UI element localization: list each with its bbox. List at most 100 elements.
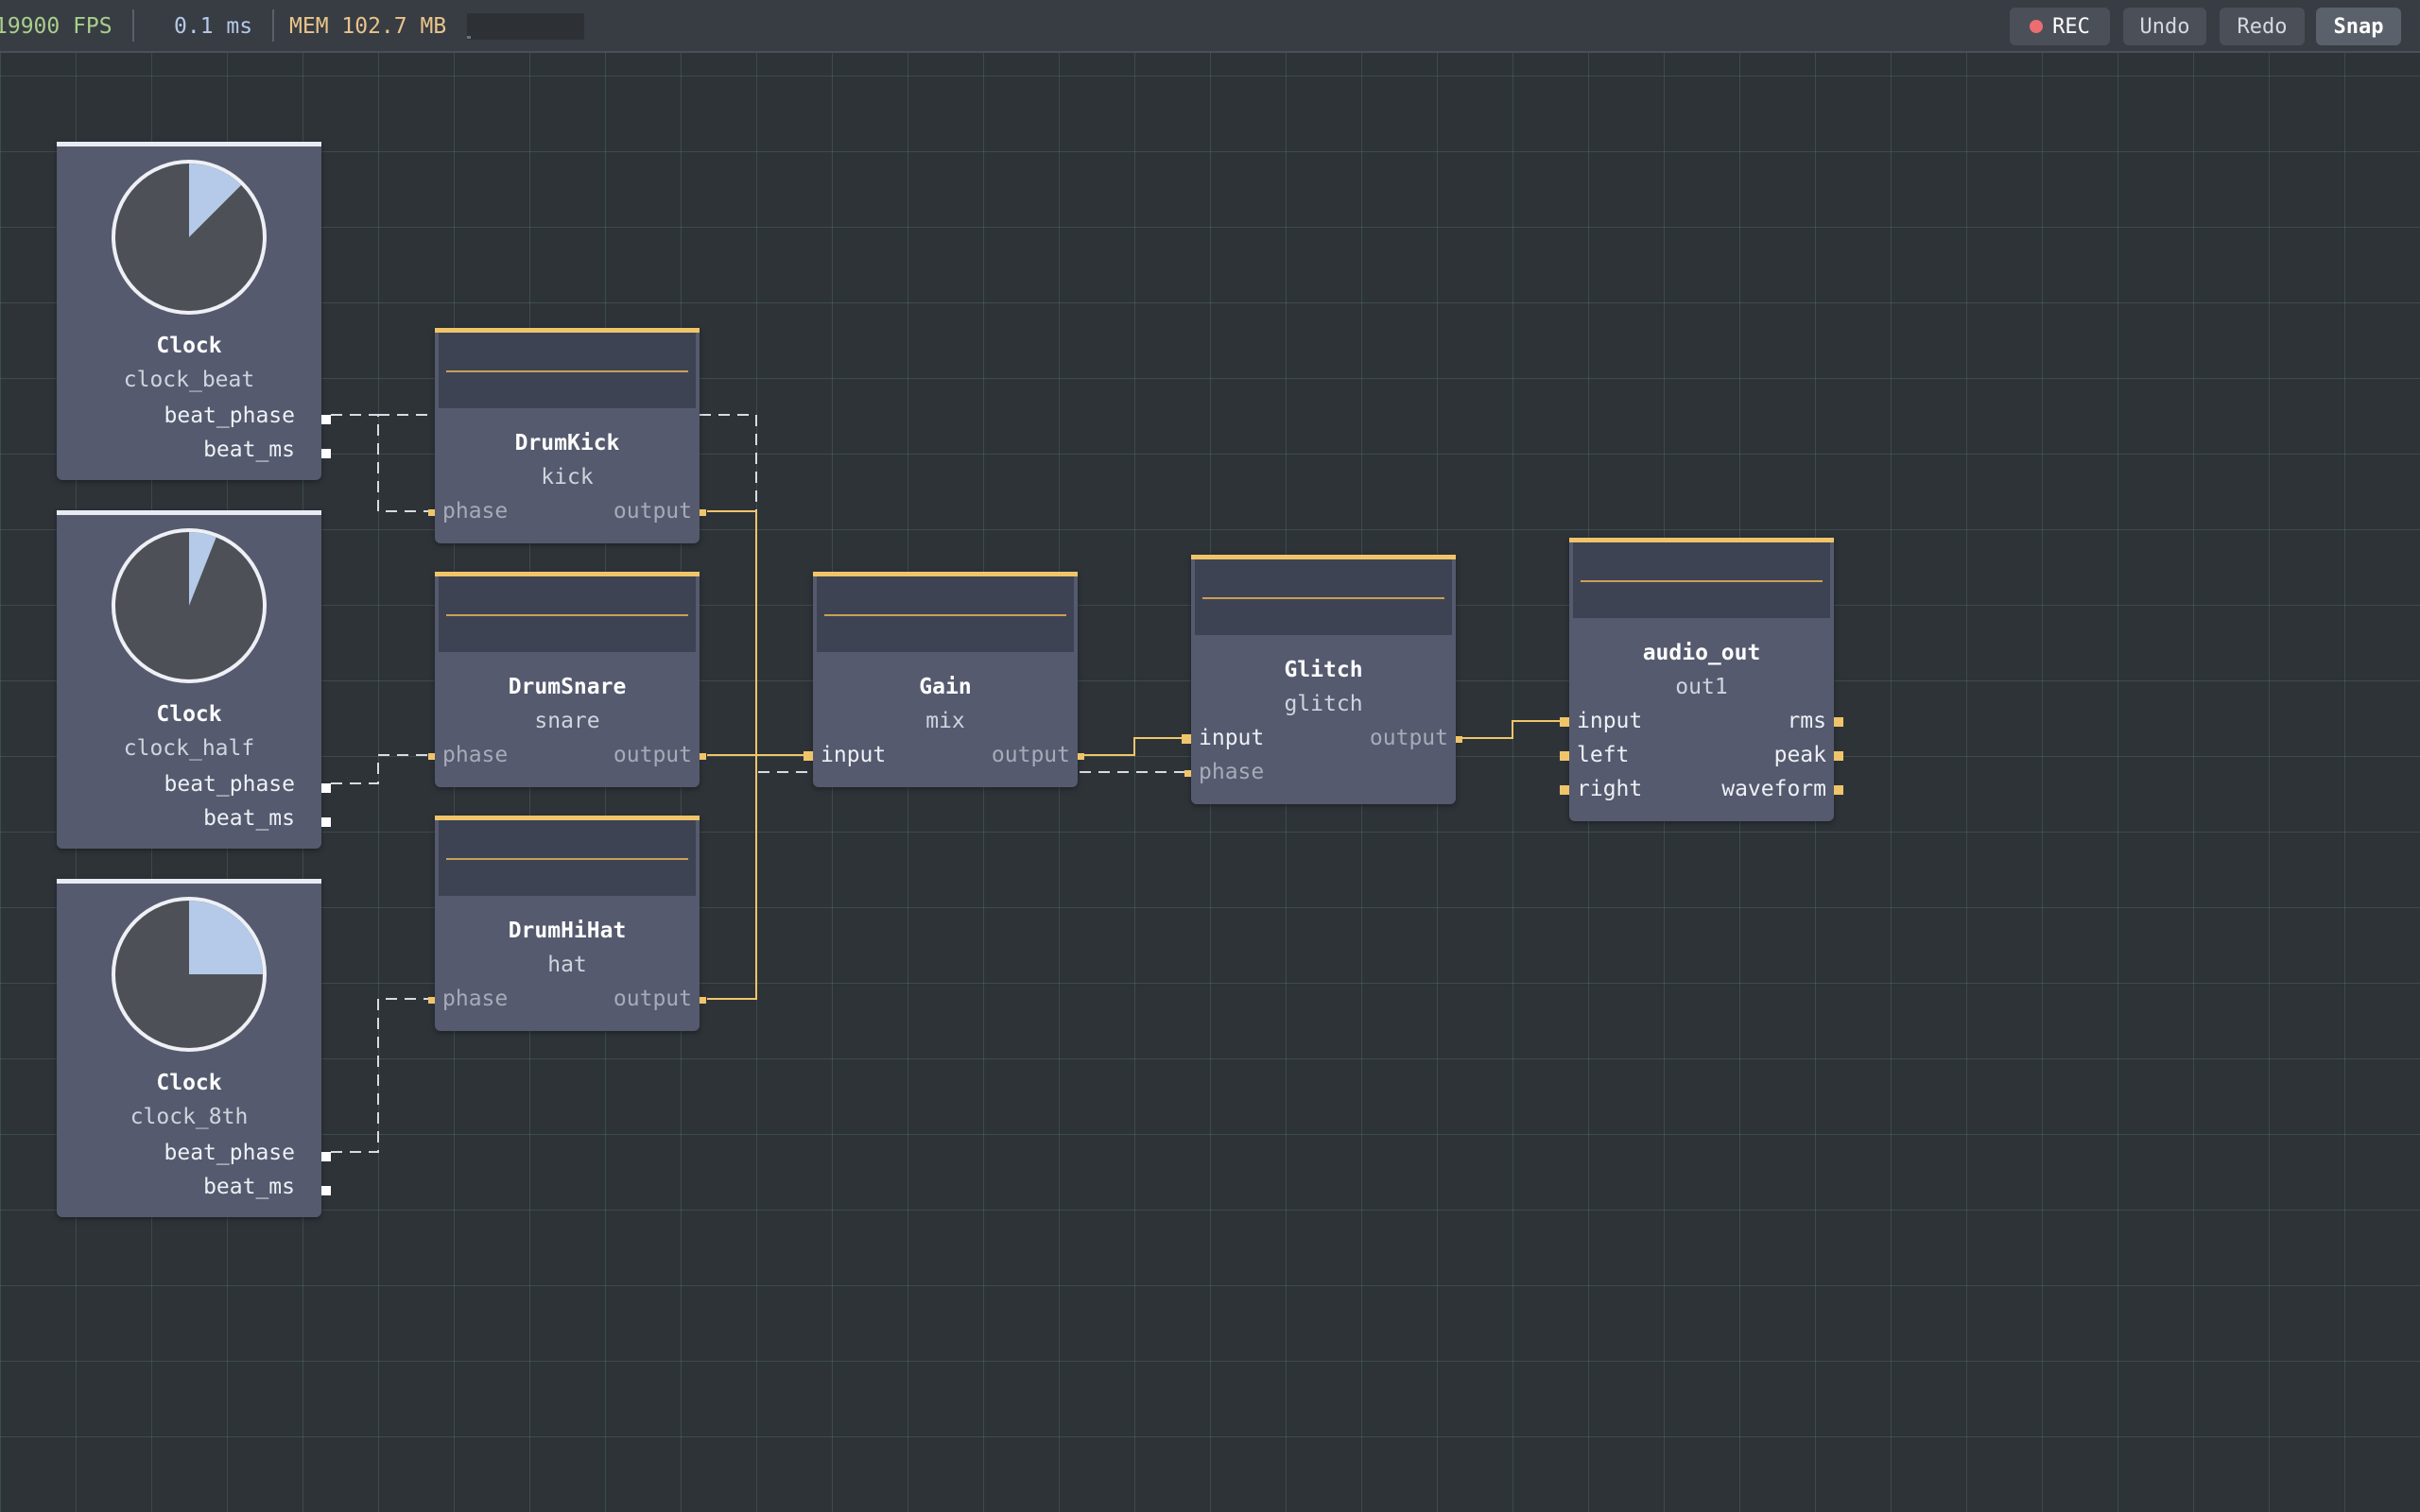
output-port-beat-ms[interactable]: beat_ms [203, 1175, 295, 1199]
record-button[interactable]: REC [2010, 8, 2110, 45]
output-port-beat-phase[interactable]: beat_phase [164, 404, 295, 428]
node-drum-hihat[interactable]: DrumHiHat hat phase output [428, 816, 706, 1031]
input-port-phase[interactable]: phase [442, 743, 509, 767]
waveform-line [446, 370, 688, 372]
wire-glitch-to-out [1460, 720, 1564, 739]
node-clock-8th[interactable]: Clock clock_8th beat_phase beat_ms [57, 879, 331, 1217]
output-port-output[interactable]: output [613, 743, 692, 767]
port-pin[interactable] [321, 449, 331, 458]
node-name-label: clock_half [123, 736, 255, 761]
output-port-output[interactable]: output [1369, 726, 1448, 750]
output-port-waveform[interactable]: waveform [1721, 777, 1826, 801]
clock-phase-wedge [189, 163, 242, 237]
node-type-label: Glitch [1284, 658, 1363, 682]
toolbar-divider [132, 9, 134, 42]
node-name-label: hat [547, 953, 587, 977]
input-port-input[interactable]: input [1199, 726, 1265, 750]
output-port-output[interactable]: output [991, 743, 1070, 767]
port-pin[interactable] [321, 783, 331, 793]
wire-mix-to-glitch [1081, 737, 1185, 756]
port-pin[interactable] [428, 753, 435, 760]
port-pin[interactable] [1560, 751, 1569, 761]
port-pin[interactable] [321, 1152, 331, 1161]
port-pin[interactable] [1560, 785, 1569, 795]
waveform-preview [439, 820, 696, 896]
node-type-label: Clock [156, 334, 222, 358]
undo-button[interactable]: Undo [2123, 8, 2206, 45]
output-port-output[interactable]: output [613, 987, 692, 1011]
output-port-beat-ms[interactable]: beat_ms [203, 438, 295, 462]
port-pin[interactable] [1456, 736, 1462, 743]
input-port-input[interactable]: input [821, 743, 887, 767]
port-pin[interactable] [428, 509, 435, 516]
input-port-input[interactable]: input [1577, 709, 1643, 733]
waveform-preview [439, 576, 696, 652]
node-audio-out[interactable]: audio_out out1 input left right rms peak… [1560, 538, 1843, 821]
waveform-preview [1573, 542, 1830, 618]
node-name-label: snare [534, 709, 600, 733]
node-name-label: clock_8th [130, 1105, 249, 1129]
fps-counter: 19900 FPS [0, 14, 112, 39]
redo-button[interactable]: Redo [2220, 8, 2305, 45]
waveform-preview [439, 333, 696, 408]
node-name-label: clock_beat [123, 368, 255, 392]
waveform-preview [817, 576, 1074, 652]
node-name-label: glitch [1284, 692, 1363, 716]
input-port-left[interactable]: left [1577, 743, 1630, 767]
input-port-phase[interactable]: phase [442, 987, 509, 1011]
node-type-label: DrumHiHat [508, 919, 627, 943]
node-drum-kick[interactable]: DrumKick kick phase output [428, 328, 706, 543]
node-glitch[interactable]: Glitch glitch input phase output [1182, 555, 1462, 804]
node-clock-beat[interactable]: Clock clock_beat beat_phase beat_ms [57, 142, 331, 480]
snap-button[interactable]: Snap [2316, 8, 2401, 45]
port-pin[interactable] [321, 415, 331, 424]
port-pin[interactable] [1182, 734, 1191, 744]
wire-clock-beat-to-kick [331, 414, 431, 512]
node-type-label: Clock [156, 1071, 222, 1095]
top-toolbar: 19900 FPS 0.1 ms MEM 102.7 MB REC Undo R… [0, 0, 2420, 53]
output-port-output[interactable]: output [613, 499, 692, 524]
output-port-beat-phase[interactable]: beat_phase [164, 1141, 295, 1165]
input-port-phase[interactable]: phase [442, 499, 509, 524]
clock-phase-wedge [189, 532, 216, 606]
record-dot-icon [2030, 20, 2044, 33]
port-pin[interactable] [321, 1186, 331, 1195]
wire-hat-to-mix [707, 755, 757, 1000]
output-port-beat-phase[interactable]: beat_phase [164, 772, 295, 797]
waveform-line [446, 614, 688, 616]
node-type-label: Gain [919, 675, 972, 699]
port-pin[interactable] [1834, 751, 1843, 761]
waveform-preview [1195, 559, 1452, 635]
port-pin[interactable] [1078, 753, 1084, 760]
node-name-label: out1 [1675, 675, 1728, 699]
port-pin[interactable] [700, 997, 706, 1004]
node-clock-half[interactable]: Clock clock_half beat_phase beat_ms [57, 510, 331, 849]
port-pin[interactable] [1834, 785, 1843, 795]
memory-usage: MEM 102.7 MB [289, 14, 447, 39]
toolbar-divider [272, 9, 274, 42]
memory-graph [467, 13, 584, 40]
port-pin[interactable] [1560, 717, 1569, 727]
waveform-line [824, 614, 1066, 616]
port-pin[interactable] [700, 509, 706, 516]
port-pin[interactable] [1834, 717, 1843, 727]
record-label: REC [2052, 14, 2090, 39]
port-pin[interactable] [321, 817, 331, 827]
port-pin[interactable] [428, 997, 435, 1004]
wire-clock-half-to-snare [331, 754, 431, 784]
input-port-right[interactable]: right [1577, 777, 1643, 801]
port-pin[interactable] [804, 751, 813, 761]
clock-dial [112, 897, 267, 1052]
node-gain[interactable]: Gain mix input output [804, 572, 1084, 787]
input-port-phase[interactable]: phase [1199, 760, 1265, 784]
clock-phase-wedge [189, 901, 263, 974]
node-name-label: mix [925, 709, 965, 733]
output-port-beat-ms[interactable]: beat_ms [203, 806, 295, 831]
port-pin[interactable] [1184, 770, 1191, 777]
output-port-peak[interactable]: peak [1773, 743, 1826, 767]
node-drum-snare[interactable]: DrumSnare snare phase output [428, 572, 706, 787]
wire-kick-to-mix [707, 510, 804, 756]
node-type-label: Clock [156, 702, 222, 727]
port-pin[interactable] [700, 753, 706, 760]
output-port-rms[interactable]: rms [1787, 709, 1826, 733]
